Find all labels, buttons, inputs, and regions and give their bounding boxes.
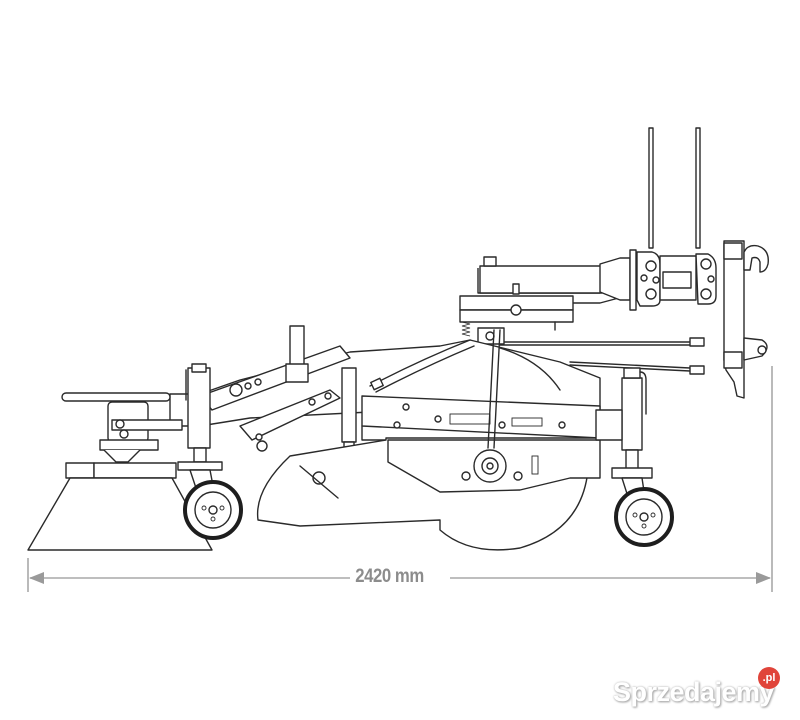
support-rods [648,127,701,249]
watermark: Sprzedajemy [613,677,775,707]
side-brush [27,392,213,551]
watermark-badge: .pl [758,667,780,689]
dimension-line [27,366,773,592]
dimension-arrow-right-icon [756,572,771,584]
hitch-frame [477,240,769,399]
upper-carriage [459,283,574,345]
front-caster-wheel [177,363,243,540]
mast-post [285,325,309,383]
hydraulic-hoses-right [499,337,705,375]
dimension-arrow-left-icon [29,572,44,584]
dimension-label: 2420 mm [350,566,430,588]
rear-caster-wheel [595,367,674,547]
main-brush-housing [255,329,601,551]
main-frame [169,339,601,441]
